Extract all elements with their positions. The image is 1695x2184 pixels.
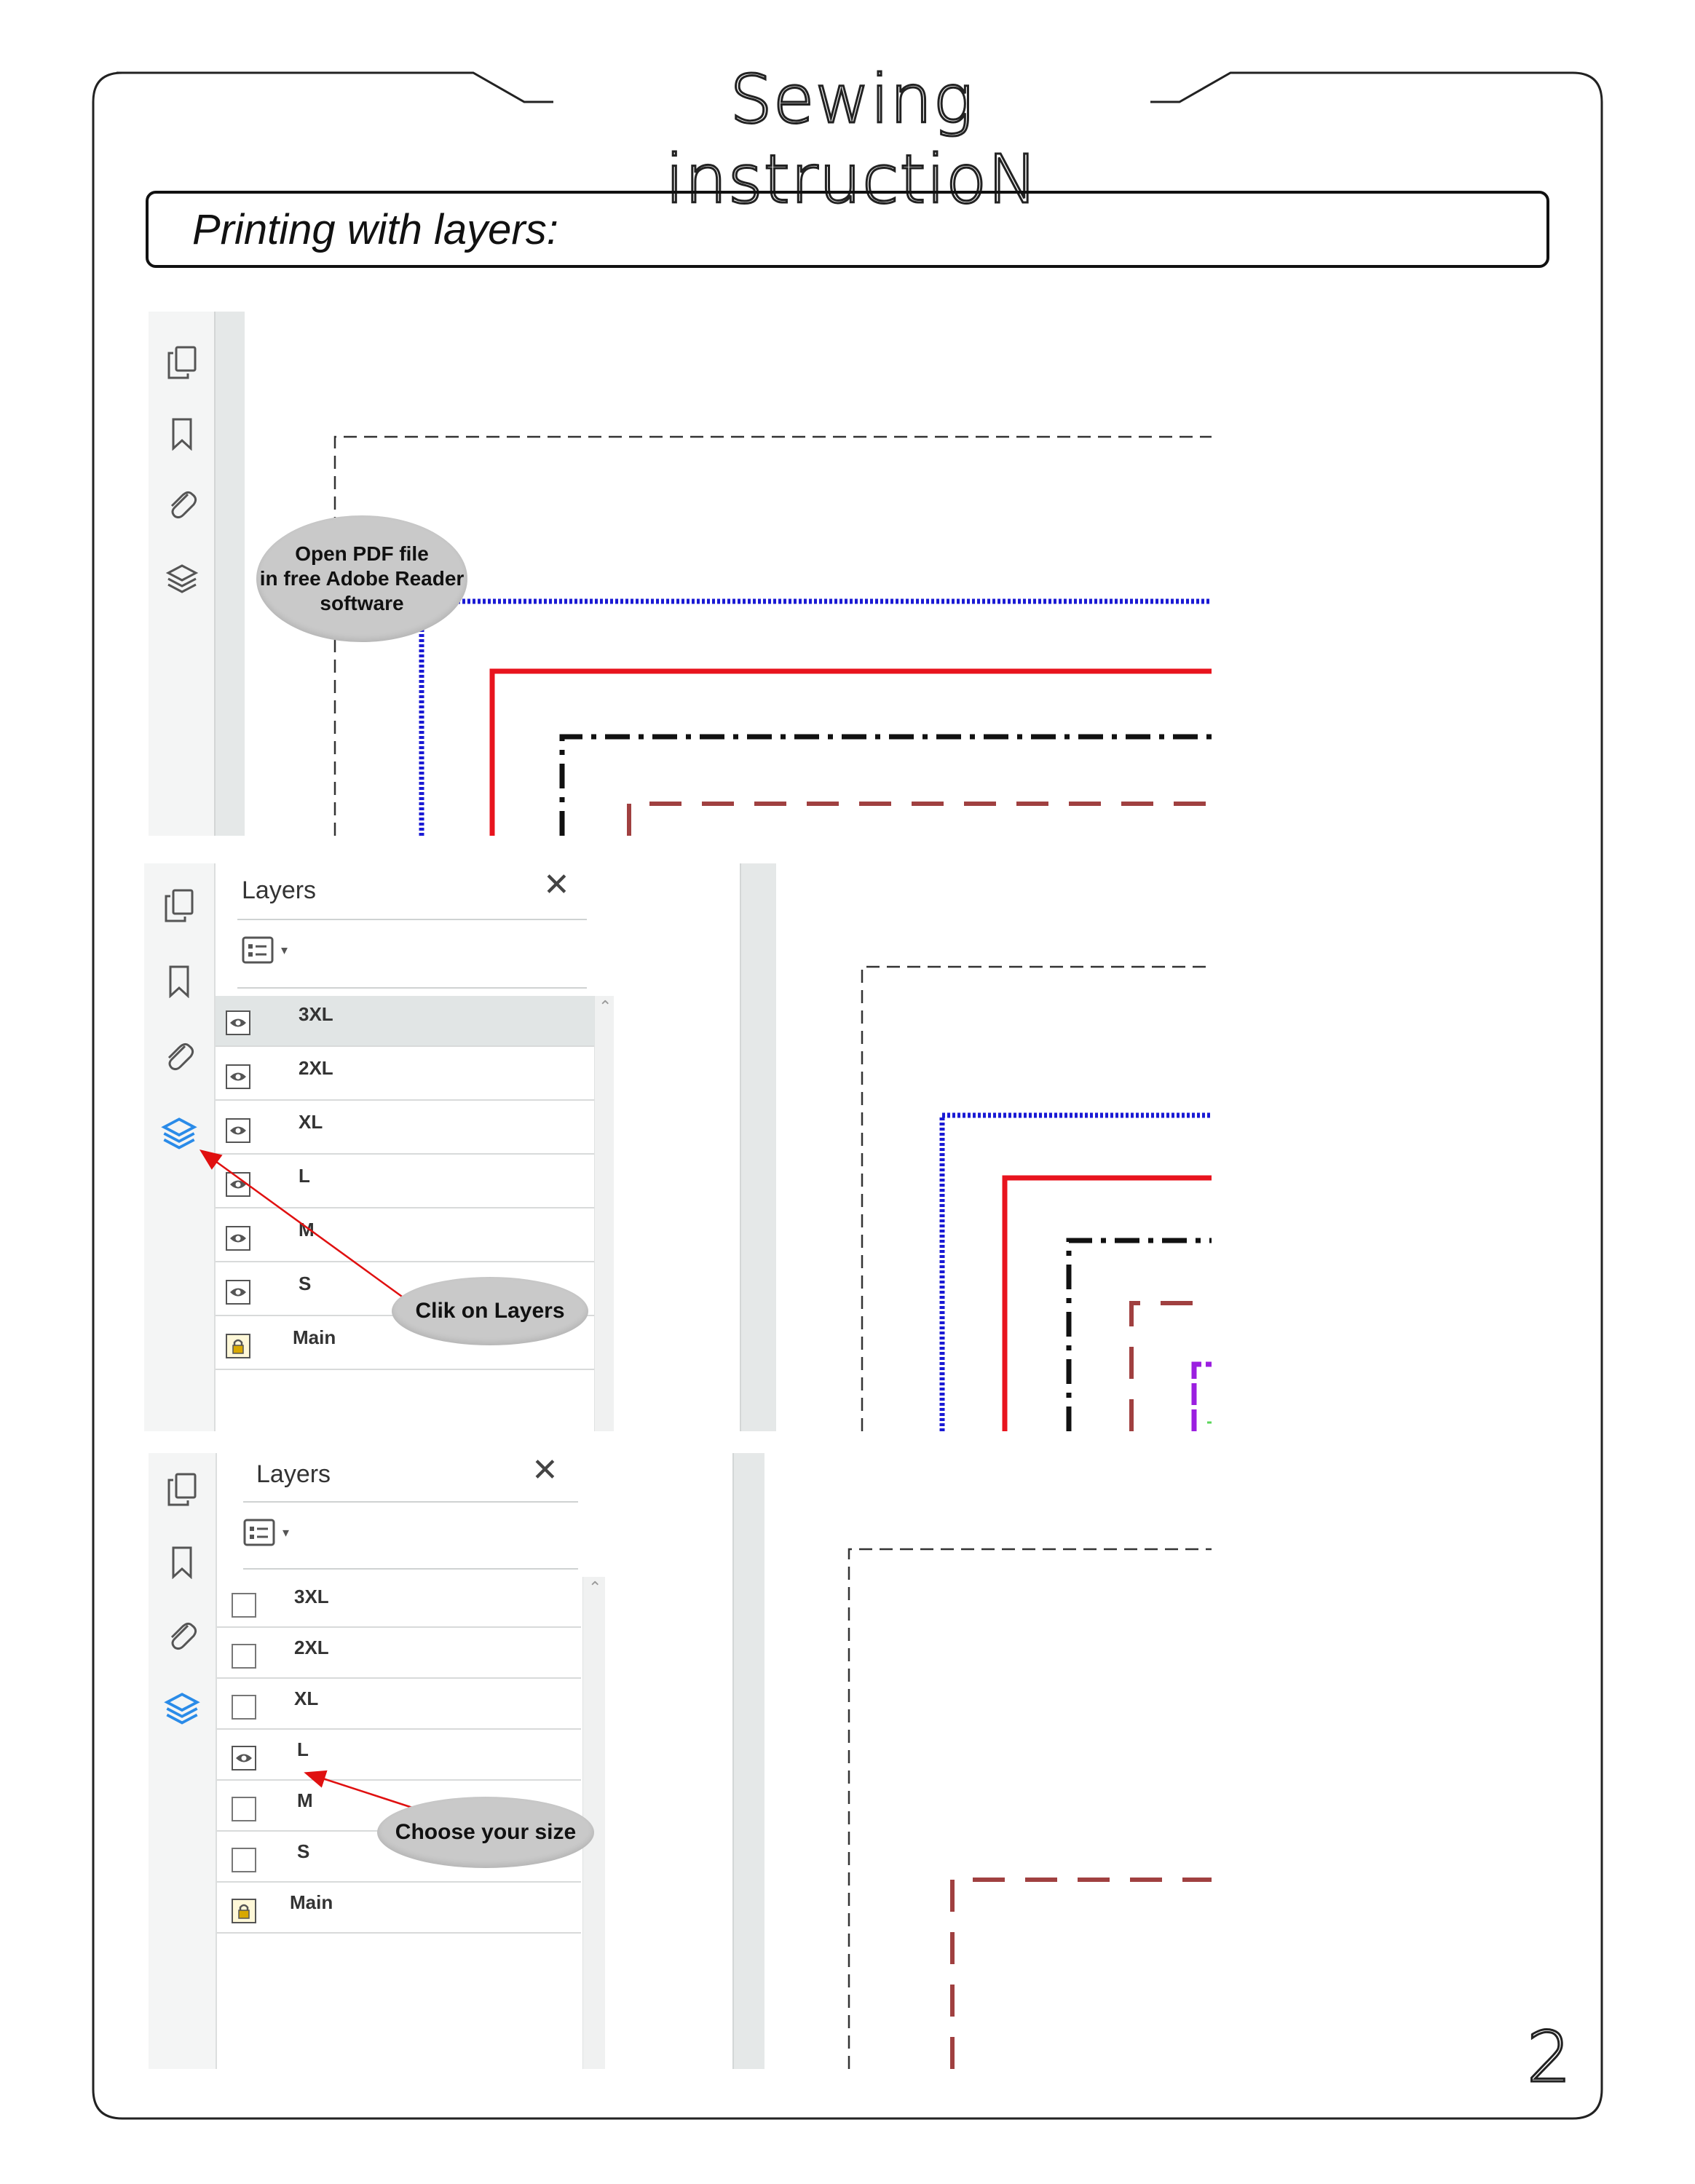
layer-row-3xl[interactable]: 3XL (216, 996, 594, 1047)
layers-pane: Layers ✕ ▾ 3XL 2XL XL L M S (216, 1453, 734, 2069)
layer-label: Main (293, 1326, 336, 1348)
layer-label: XL (299, 1111, 323, 1133)
scroll-up-icon[interactable]: ⌃ (598, 997, 612, 1016)
layer-options-button[interactable]: ▾ (242, 936, 288, 964)
callout-open-pdf: Open PDF file in free Adobe Reader softw… (256, 515, 467, 642)
bookmark-icon[interactable] (162, 414, 202, 454)
lock-icon (226, 1334, 250, 1358)
checkbox-empty[interactable] (232, 1797, 256, 1821)
eye-icon[interactable] (226, 1010, 250, 1035)
pane-splitter[interactable] (732, 1453, 764, 2069)
pattern-lines-preview (861, 965, 1212, 1431)
eye-icon[interactable] (226, 1280, 250, 1305)
close-icon[interactable]: ✕ (532, 1453, 558, 1488)
pages-icon[interactable] (162, 1469, 202, 1510)
pane-title-divider (243, 1501, 578, 1503)
layer-row-xl[interactable]: XL (217, 1679, 581, 1730)
layer-label: S (297, 1840, 310, 1862)
lock-icon (232, 1899, 256, 1923)
layer-row-2xl[interactable]: 2XL (216, 1050, 594, 1101)
layer-label: 3XL (294, 1586, 329, 1607)
layers-pane-title: Layers (256, 1460, 331, 1488)
section-header: Printing with layers: (146, 191, 1549, 268)
eye-icon[interactable] (226, 1226, 250, 1251)
callout-open-pdf-text: Open PDF file in free Adobe Reader softw… (259, 542, 465, 614)
toolbar-divider (237, 987, 587, 989)
checkbox-empty[interactable] (232, 1593, 256, 1618)
layers-pane-title: Layers (242, 877, 317, 904)
attachment-icon[interactable] (159, 1035, 199, 1076)
bookmark-icon[interactable] (159, 961, 199, 1002)
arrow-to-layers-icon (199, 1150, 416, 1307)
layer-label: 2XL (299, 1057, 333, 1079)
attachment-icon[interactable] (162, 1615, 202, 1655)
pattern-lines-preview (848, 1548, 1212, 2069)
checkbox-empty[interactable] (232, 1644, 256, 1669)
pages-icon[interactable] (159, 885, 199, 926)
layer-row-2xl[interactable]: 2XL (217, 1628, 581, 1679)
pane-splitter[interactable] (740, 863, 776, 1431)
attachment-icon[interactable] (162, 483, 202, 524)
layer-row-xl[interactable]: XL (216, 1104, 594, 1155)
bookmark-icon[interactable] (162, 1542, 202, 1583)
callout-choose-size: Choose your size (377, 1797, 594, 1868)
scroll-up-icon[interactable]: ⌃ (588, 1578, 602, 1597)
callout-choose-size-text: Choose your size (395, 1820, 577, 1844)
section-title: Printing with layers: (192, 206, 558, 253)
pages-icon[interactable] (162, 342, 202, 383)
layer-label: 3XL (299, 1003, 333, 1025)
panel-click-layers: Layers ✕ ▾ 3XL 2XL XL L M S (144, 863, 1212, 1431)
callout-click-layers-text: Clik on Layers (415, 1299, 565, 1323)
checkbox-empty[interactable] (232, 1848, 256, 1872)
layers-scrollbar[interactable]: ⌃ (594, 996, 614, 1431)
checkbox-empty[interactable] (232, 1695, 256, 1720)
panel-open-pdf: Open PDF file in free Adobe Reader softw… (149, 312, 1212, 836)
layers-icon[interactable] (162, 559, 202, 600)
toolbar-divider (243, 1568, 578, 1570)
page-number: 2 (1525, 2016, 1572, 2100)
callout-click-layers: Clik on Layers (392, 1277, 588, 1345)
layer-label: S (299, 1273, 312, 1294)
sidebar-toolbar (149, 1453, 216, 2069)
layer-label: M (297, 1789, 313, 1811)
pane-title-divider (237, 919, 587, 920)
layer-row-main[interactable]: Main (216, 1319, 594, 1370)
page-title: Sewing instructioN (664, 60, 1039, 220)
eye-icon[interactable] (226, 1118, 250, 1143)
sidebar-edge (214, 312, 245, 836)
close-icon[interactable]: ✕ (543, 867, 570, 903)
arrow-to-size-l (304, 1770, 433, 1816)
layer-label: L (299, 1165, 310, 1187)
layers-icon-active[interactable] (162, 1689, 202, 1730)
layer-row-s[interactable]: S (217, 1832, 581, 1883)
layers-icon-active[interactable] (159, 1114, 199, 1155)
layer-options-button[interactable]: ▾ (243, 1519, 289, 1546)
panel-choose-size: Layers ✕ ▾ 3XL 2XL XL L M S (149, 1453, 1212, 2069)
layer-row-m[interactable]: M (216, 1211, 594, 1262)
chevron-down-icon: ▾ (281, 942, 288, 957)
eye-icon[interactable] (226, 1064, 250, 1089)
layer-label: XL (294, 1688, 319, 1709)
layer-label: Main (290, 1891, 333, 1913)
layer-row-main[interactable]: Main (217, 1883, 581, 1934)
layer-label: L (297, 1738, 309, 1760)
layer-row-3xl[interactable]: 3XL (217, 1577, 581, 1628)
layer-row-l[interactable]: L (217, 1730, 581, 1781)
eye-icon[interactable] (232, 1746, 256, 1770)
chevron-down-icon: ▾ (282, 1524, 290, 1540)
layer-label: 2XL (294, 1637, 329, 1658)
